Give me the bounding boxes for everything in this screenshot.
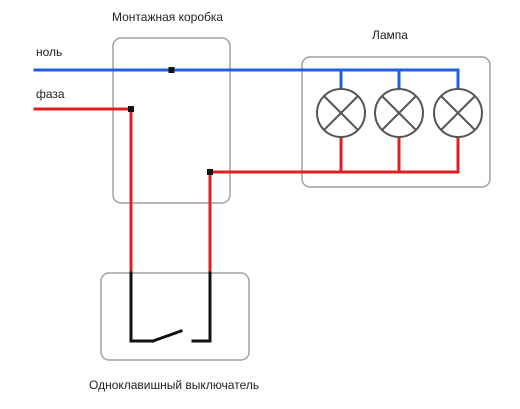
switch-contacts: [129, 271, 212, 343]
junction-dot-phase-out: [207, 169, 213, 175]
phase-label: фаза: [36, 87, 65, 101]
lamp-1: [316, 88, 366, 138]
junction-box: [112, 37, 231, 204]
junction-box-label: Монтажная коробка: [112, 10, 223, 24]
junction-dot-neutral: [168, 67, 175, 73]
neutral-label: ноль: [36, 45, 62, 59]
junction-dot-phase-in: [128, 106, 134, 112]
lamp-3: [433, 88, 483, 138]
switch-label: Одноклавишный выключатель: [89, 378, 259, 392]
phase-wire: [33, 107, 460, 275]
neutral-wire: [33, 68, 460, 92]
switch-housing: [100, 272, 250, 361]
lamp-2: [374, 88, 424, 138]
lamp-label: Лампа: [372, 28, 408, 42]
